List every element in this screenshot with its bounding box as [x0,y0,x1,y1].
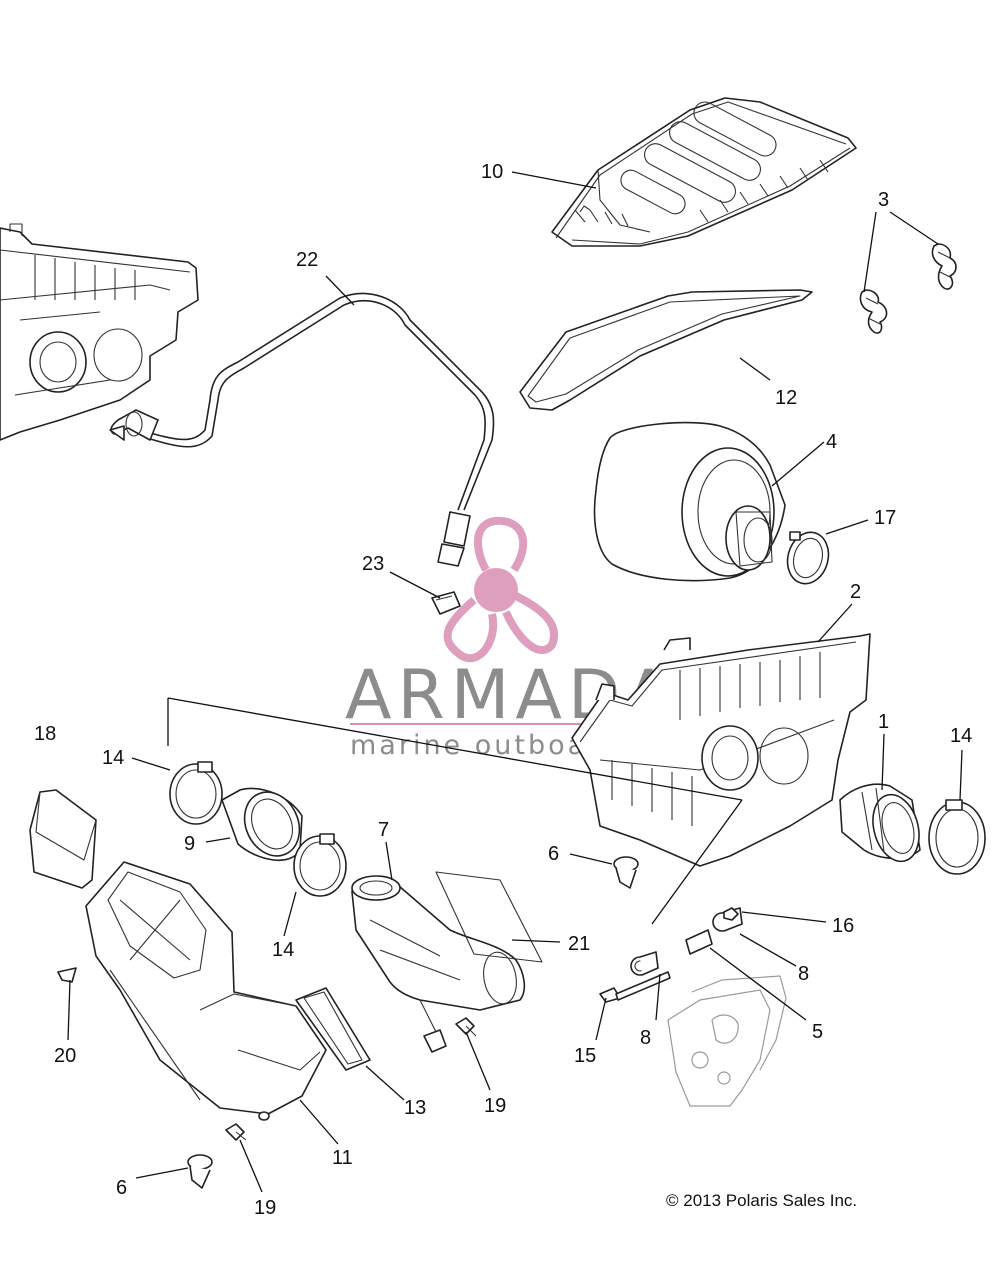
watermark-logo [443,516,558,663]
label-part-7: 7 [378,819,389,841]
label-part-14-upper: 14 [102,747,124,769]
part-13-duct-seal [295,987,371,1071]
label-part-12: 12 [775,387,797,409]
part-16-nut [723,907,739,921]
part-17-clamp [786,531,830,585]
part-19-bolt-lower [225,1123,247,1141]
label-part-19-mid: 19 [484,1095,506,1117]
part-1-intake-boot [839,783,921,863]
label-part-20: 20 [54,1045,76,1067]
label-part-18: 18 [34,723,56,745]
label-part-14-right: 14 [950,725,972,747]
leader-lines [67,171,963,1193]
label-part-4: 4 [826,431,837,453]
part-labels: 10 3 22 12 4 17 23 2 1 14 18 14 9 7 6 16… [34,161,972,1219]
label-part-11: 11 [332,1147,353,1169]
part-5-sleeve [685,929,713,955]
label-part-14-middle: 14 [272,939,294,961]
part-18-pad [29,789,97,889]
part-22-breather-tube [109,292,495,567]
part-10-airbox-cover [551,97,857,247]
label-part-19-lower: 19 [254,1197,276,1219]
part-14-clamp-middle [293,833,347,897]
part-4-air-filter [593,421,786,582]
assembly-bracket-lines [167,697,743,925]
part-6-grommet-upper [613,856,639,889]
copyright-notice: © 2013 Polaris Sales Inc. [666,1191,857,1210]
label-part-21: 21 [568,933,590,955]
watermark-blade-icon [474,516,528,573]
part-3-clips [859,243,957,334]
label-part-2: 2 [850,581,861,603]
mounting-bracket-ghost [667,975,787,1107]
part-2-airbox [571,633,871,867]
part-14-clamp-right [928,799,986,875]
label-part-6-lower: 6 [116,1177,127,1199]
watermark-hub-icon [474,568,518,612]
airbox-ghost-left [0,223,199,441]
part-14-clamp-upper [169,761,223,825]
label-part-16: 16 [832,915,854,937]
part-7-intake-tube [351,875,526,1053]
part-11-intake-duct [85,861,327,1121]
label-part-3: 3 [878,189,889,211]
part-6-grommet-lower [187,1154,213,1189]
part-19-bolt-mid [455,1017,477,1037]
label-part-22: 22 [296,249,318,271]
label-part-23: 23 [362,553,384,575]
part-9-coupler [221,787,303,861]
label-part-1: 1 [878,711,889,733]
label-part-8-lower: 8 [640,1027,651,1049]
part-15-bolt [599,971,671,1003]
label-part-10: 10 [481,161,503,183]
label-part-6-upper: 6 [548,843,559,865]
part-8-spacer-lower [630,951,659,976]
label-part-13: 13 [404,1097,426,1119]
label-part-9: 9 [184,833,195,855]
label-part-17: 17 [874,507,896,529]
part-21-foam-panel [435,871,543,963]
label-part-5: 5 [812,1021,823,1043]
label-part-15: 15 [574,1045,596,1067]
part-20-screw [57,967,77,983]
part-12-seal [519,289,813,411]
label-part-8-upper: 8 [798,963,809,985]
